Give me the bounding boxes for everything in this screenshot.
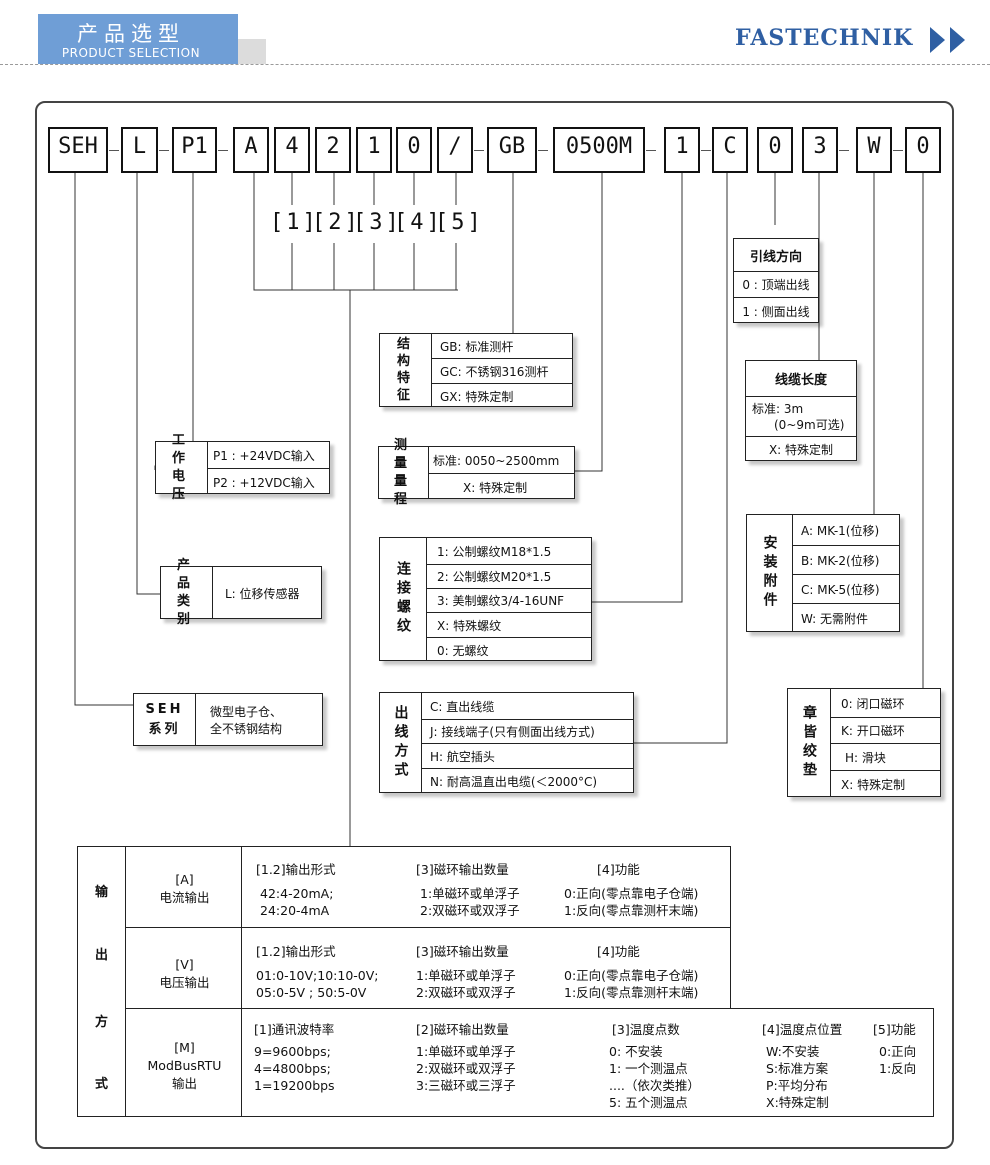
lead-direction-title: 引线方向 — [749, 249, 802, 265]
code-segment-lead-direction: 0 — [757, 127, 793, 173]
code-segment-series: SEH — [48, 127, 108, 173]
output-side-label: 输 出 方 式 — [77, 846, 126, 1117]
bracket-label: [1] — [270, 210, 319, 235]
thread-option: 3: 美制螺纹3/4-16UNF — [427, 588, 591, 612]
thread-option: X: 特殊螺纹 — [427, 612, 591, 637]
thread-option: 1: 公制螺纹M18*1.5 — [437, 544, 552, 559]
bracket-label: [2] — [312, 210, 361, 235]
series-title: SEH系列 — [134, 694, 196, 745]
voltage-option: P2 : +12VDC输入 — [208, 468, 329, 495]
brand-logo: FASTECHNIK — [735, 25, 914, 51]
magnet-ring-title: 章皆绞垫 — [788, 689, 831, 796]
output-method-table: 输 出 方 式 [A] 电流输出 [1.2]输出形式 42:4-20mA; 24… — [77, 846, 934, 1117]
outlet-option: C: 直出线缆 — [430, 699, 495, 714]
code-segment-product-type: L — [121, 127, 158, 173]
cable-length-title: 线缆长度 — [774, 373, 827, 388]
output-row-options-current: [1.2]输出形式 42:4-20mA; 24:20-4mA [3]磁环输出数量… — [241, 846, 731, 928]
thread-title: 连接螺纹 — [380, 538, 427, 660]
structure-title: 结构特征 — [380, 334, 432, 406]
header-tab-shadow — [238, 39, 266, 64]
voltage-box: 工作电压 P1 : +24VDC输入 P2 : +12VDC输入 — [155, 433, 330, 502]
product-type-title: 产品类别 — [161, 558, 213, 627]
code-segment-digit-2: 2 — [315, 127, 351, 173]
structure-option: GC: 不锈钢316测杆 — [432, 358, 572, 383]
magnet-ring-option: H: 滑块 — [831, 743, 940, 770]
magnet-ring-option: 0: 闭口磁环 — [841, 696, 905, 711]
bracket-label: [5] — [435, 210, 484, 235]
outlet-box: 出线方式 C: 直出线缆 J: 接线端子(只有侧面出线方式) H: 航空插头 N… — [379, 692, 634, 793]
cable-length-box: 线缆长度 标准: 3m (0~9m可选) X: 特殊定制 — [745, 360, 857, 461]
thread-option: 2: 公制螺纹M20*1.5 — [427, 564, 591, 588]
code-segment-outlet: C — [712, 127, 748, 173]
code-segment-accessory: W — [856, 127, 892, 173]
outlet-option: J: 接线端子(只有侧面出线方式) — [422, 719, 633, 743]
code-segment-digit-3: 1 — [356, 127, 392, 173]
page-title: 产品选型 — [77, 22, 185, 46]
series-box: SEH系列 微型电子仓、 全不锈钢结构 — [133, 693, 323, 746]
code-segment-output: A — [233, 127, 269, 173]
measure-range-box: 测量量程 标准: 0050~2500mm X: 特殊定制 — [378, 438, 575, 507]
output-row-options-modbus: [1]通讯波特率 9=9600bps; 4=4800bps; 1=19200bp… — [241, 1008, 934, 1117]
thread-option: 0: 无螺纹 — [427, 637, 591, 662]
voltage-title: 工作电压 — [156, 433, 208, 502]
selection-frame — [35, 101, 954, 1149]
mount-accessory-title: 安装附件 — [747, 515, 793, 631]
measure-range-option: X: 特殊定制 — [429, 473, 574, 500]
code-hyphen — [218, 150, 228, 151]
cable-length-standard: 标准: 3m (0~9m可选) — [746, 396, 856, 436]
lead-direction-option: 0 : 顶端出线 — [734, 271, 818, 297]
product-type-value: L: 位移传感器 — [225, 587, 300, 601]
measure-range-title: 测量量程 — [379, 438, 429, 507]
mount-accessory-option: B: MK-2(位移) — [793, 545, 899, 574]
magnet-ring-box: 章皆绞垫 0: 闭口磁环 K: 开口磁环 H: 滑块 X: 特殊定制 — [787, 688, 941, 797]
header-divider — [0, 64, 990, 65]
outlet-option: N: 耐高温直出电缆(＜2000°C) — [422, 768, 633, 794]
lead-direction-box: 引线方向 0 : 顶端出线 1 : 侧面出线 — [733, 238, 819, 323]
magnet-ring-option: X: 特殊定制 — [831, 770, 940, 798]
mount-accessory-option: W: 无需附件 — [793, 603, 899, 633]
outlet-option: H: 航空插头 — [422, 743, 633, 768]
lead-direction-option: 1 : 侧面出线 — [734, 297, 818, 324]
code-segment-slash: / — [437, 127, 473, 173]
measure-range-option: 标准: 0050~2500mm — [433, 453, 560, 468]
output-row-options-voltage: [1.2]输出形式 01:0-10V;10:10-0V; 05:0-5V ; 5… — [241, 927, 731, 1009]
product-type-box: 产品类别 L: 位移传感器 — [160, 558, 322, 627]
code-segment-thread: 1 — [664, 127, 700, 173]
code-segment-range: 0500M — [553, 127, 645, 173]
cable-length-custom: X: 特殊定制 — [746, 436, 856, 462]
code-segment-digit-4: 0 — [396, 127, 432, 173]
mount-accessory-option: A: MK-1(位移) — [801, 523, 880, 538]
code-hyphen — [701, 150, 711, 151]
code-segment-magnet-ring: 0 — [905, 127, 941, 173]
code-hyphen — [839, 150, 849, 151]
thread-box: 连接螺纹 1: 公制螺纹M18*1.5 2: 公制螺纹M20*1.5 3: 美制… — [379, 537, 592, 661]
structure-option: GB: 标准测杆 — [440, 339, 514, 354]
output-row-label-current: [A] 电流输出 — [125, 846, 242, 928]
code-hyphen — [538, 150, 548, 151]
output-row-label-voltage: [V] 电压输出 — [125, 927, 242, 1009]
code-segment-cable-length: 3 — [802, 127, 838, 173]
code-hyphen — [646, 150, 656, 151]
code-segment-structure: GB — [487, 127, 537, 173]
header-title-tab: 产品选型 PRODUCT SELECTION — [38, 14, 238, 64]
mount-accessory-box: 安装附件 A: MK-1(位移) B: MK-2(位移) C: MK-5(位移)… — [746, 514, 900, 632]
code-segment-voltage: P1 — [172, 127, 217, 173]
mount-accessory-option: C: MK-5(位移) — [793, 574, 899, 603]
code-hyphen — [159, 150, 169, 151]
page-subtitle: PRODUCT SELECTION — [61, 46, 201, 60]
structure-box: 结构特征 GB: 标准测杆 GC: 不锈钢316测杆 GX: 特殊定制 — [379, 333, 573, 407]
structure-option: GX: 特殊定制 — [432, 383, 572, 408]
code-hyphen — [109, 150, 119, 151]
output-row-label-modbus: [M] ModBusRTU 输出 — [125, 1008, 242, 1117]
bracket-label: [3] — [353, 210, 402, 235]
magnet-ring-option: K: 开口磁环 — [831, 717, 940, 743]
voltage-option: P1 : +24VDC输入 — [213, 448, 315, 463]
code-hyphen — [474, 150, 484, 151]
code-hyphen — [893, 150, 903, 151]
series-description: 微型电子仓、 全不锈钢结构 — [210, 704, 283, 736]
outlet-title: 出线方式 — [380, 693, 422, 792]
bracket-label: [4] — [394, 210, 443, 235]
code-segment-digit-1: 4 — [274, 127, 310, 173]
